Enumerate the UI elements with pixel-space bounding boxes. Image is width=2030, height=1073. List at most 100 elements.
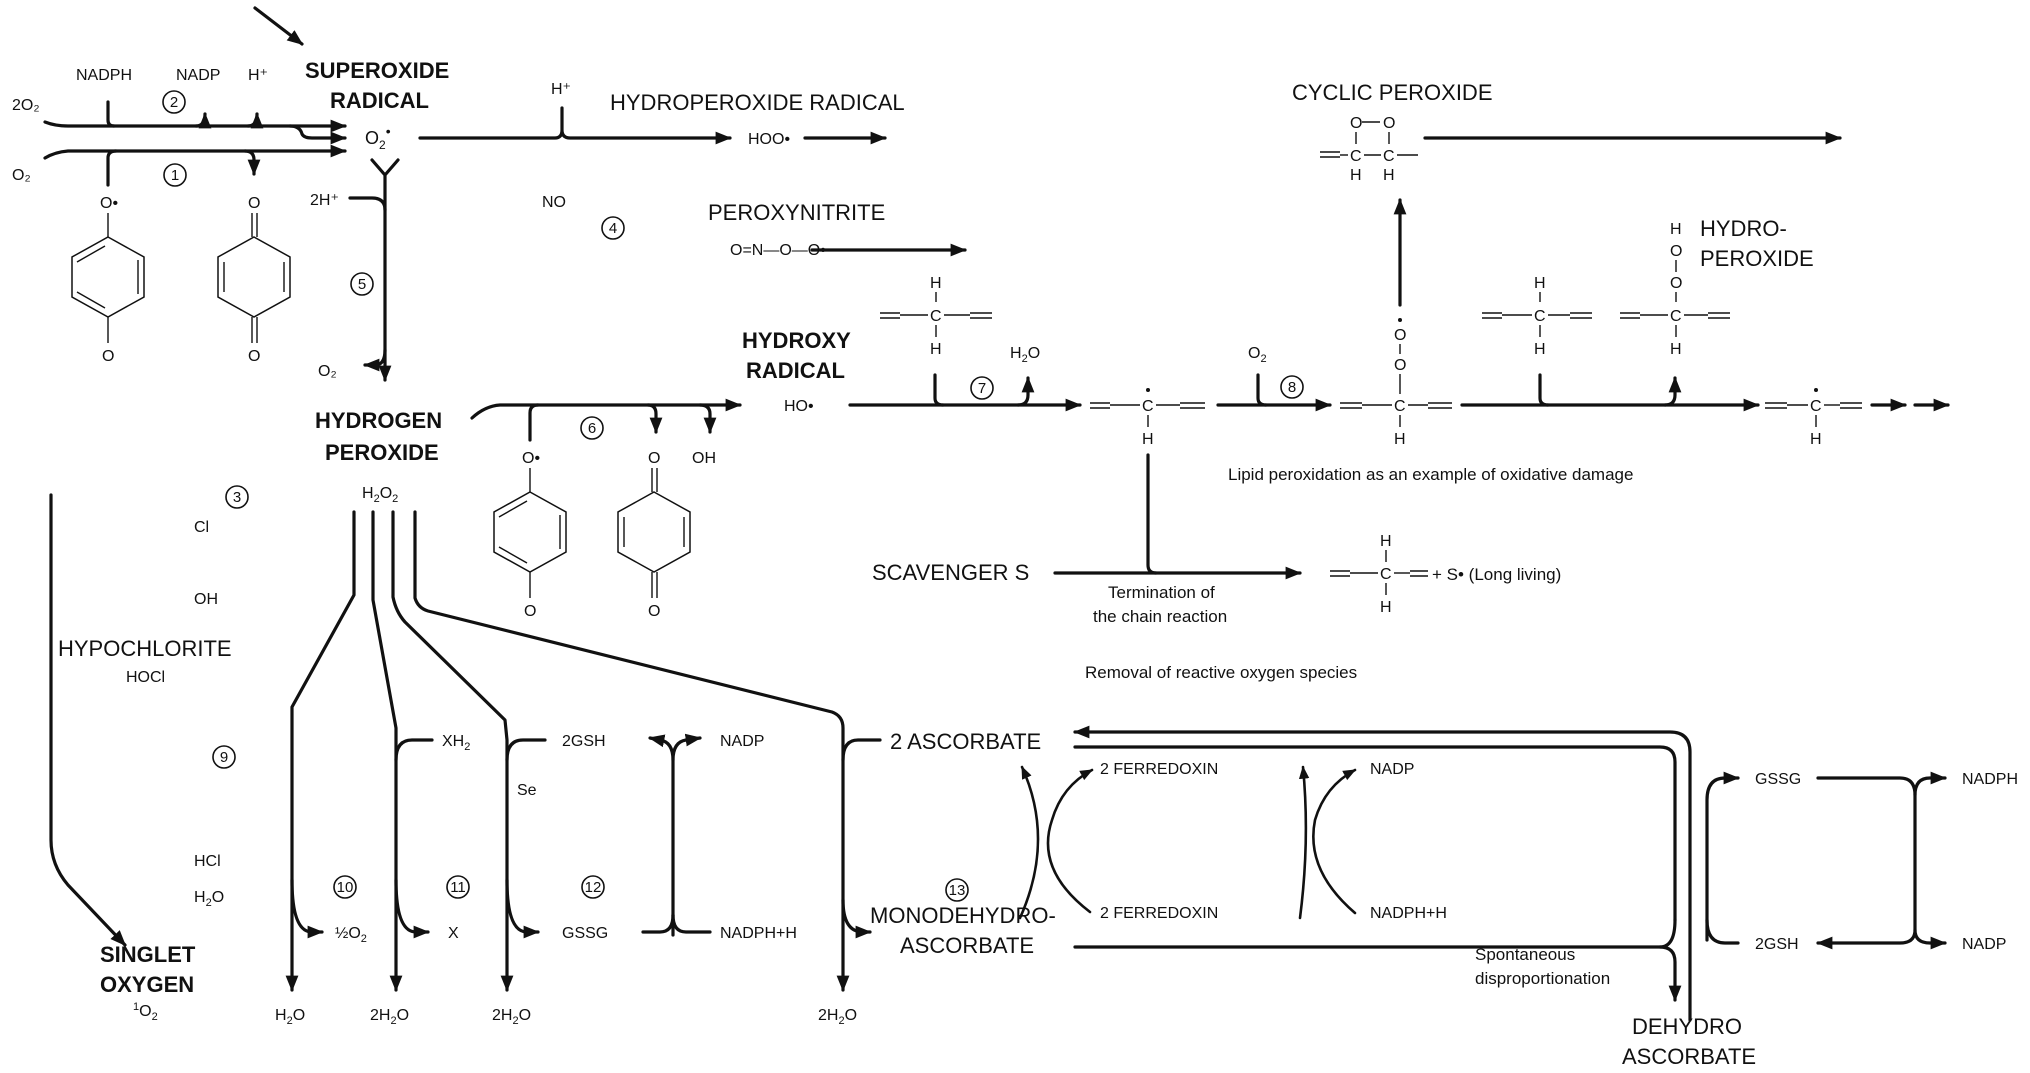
label-no: NO <box>542 194 566 211</box>
label-oh-r3: OH <box>194 591 218 608</box>
singlet-oxygen-title: SINGLET <box>100 942 196 967</box>
lipid-caption: Lipid peroxidation as an example of oxid… <box>1228 465 1633 484</box>
svg-text:O: O <box>1350 115 1362 132</box>
reaction-6-path <box>470 398 742 442</box>
lipid-hydroperoxide: H O O C H <box>1620 221 1730 358</box>
termination-path <box>1053 453 1302 580</box>
label-nadp-mid: NADP <box>720 733 764 750</box>
hydroxy-title-2: RADICAL <box>746 358 845 383</box>
svg-text:H: H <box>930 275 942 292</box>
superoxide-title-2: RADICAL <box>330 88 429 113</box>
spontaneous-caption: Spontaneous <box>1475 945 1575 964</box>
nadph-arcs <box>1298 765 1357 920</box>
svg-text:H: H <box>1380 533 1392 550</box>
reaction-1-path <box>43 144 347 187</box>
svg-text:H: H <box>1534 275 1546 292</box>
svg-text:O: O <box>648 450 660 467</box>
reaction-7-path <box>848 373 1082 412</box>
monodehydroascorbate-label-2: ASCORBATE <box>900 933 1034 958</box>
product-2h2o-1: 2H2O <box>370 1007 409 1027</box>
hypochlorite-formula: HOCl <box>126 669 165 686</box>
label-gssg-mid: GSSG <box>562 925 608 942</box>
svg-text:C: C <box>930 308 942 325</box>
cyclic-peroxide-title: CYCLIC PEROXIDE <box>1292 80 1493 105</box>
svg-text:1: 1 <box>171 167 179 184</box>
propagation-path <box>1460 373 1760 412</box>
lipid-substrate-2: H C H <box>1482 275 1592 358</box>
reaction-number-8: 8 <box>1280 375 1304 399</box>
scavenger-label: SCAVENGER S <box>872 560 1029 585</box>
label-x: X <box>448 925 459 942</box>
terminated-lipid: H C H <box>1330 533 1428 616</box>
termination-caption-1: Termination of <box>1108 583 1215 602</box>
product-2h2o-3: 2H2O <box>818 1007 857 1027</box>
svg-text:O: O <box>102 348 114 365</box>
svg-text:H: H <box>1810 431 1822 448</box>
label-2gsh-right: 2GSH <box>1755 936 1799 953</box>
svg-text:7: 7 <box>978 380 986 397</box>
svg-text:O: O <box>1670 243 1682 260</box>
svg-text:6: 6 <box>588 420 596 437</box>
svg-text:3: 3 <box>233 489 241 506</box>
label-2hplus: 2H⁺ <box>310 192 339 209</box>
svg-text:O: O <box>648 603 660 620</box>
svg-text:C: C <box>1350 148 1362 165</box>
hydrogen-peroxide-formula: H2O2 <box>362 485 398 505</box>
reaction-number-4: 4 <box>601 216 625 240</box>
glutathione-reductase-cycle <box>641 733 712 937</box>
label-nadph-h-mid: NADPH+H <box>720 925 797 942</box>
svg-text:O•: O• <box>522 450 540 467</box>
label-nadph-top: NADPH <box>76 67 132 84</box>
label-hplus-hoo: H⁺ <box>551 81 571 98</box>
singlet-oxygen-formula: 1O2 <box>133 1001 158 1023</box>
label-nadph-h-right: NADPH+H <box>1370 905 1447 922</box>
svg-text:H: H <box>1350 167 1362 184</box>
lipid-substrate-1: H C H <box>880 275 992 358</box>
incoming-arrow <box>253 6 304 46</box>
svg-text:9: 9 <box>220 749 228 766</box>
superoxide-formula: O2• <box>365 123 391 152</box>
ascorbate-return-paths <box>1073 725 1692 1022</box>
label-ferredoxin-top: 2 FERREDOXIN <box>1100 761 1218 778</box>
label-nadp-top: NADP <box>176 67 220 84</box>
quinone-structure-1: O O <box>217 195 291 365</box>
label-oh-r6: OH <box>692 450 716 467</box>
hydroperoxide-lipid-title-2: PEROXIDE <box>1700 246 1814 271</box>
reaction-number-1: 1 <box>163 163 187 187</box>
hypochlorite-title: HYPOCHLORITE <box>58 636 232 661</box>
reaction-12-path <box>391 510 547 992</box>
hydrogen-peroxide-title-2: PEROXIDE <box>325 440 439 465</box>
label-hplus-top: H⁺ <box>248 67 268 84</box>
dehydroascorbate-label-2: ASCORBATE <box>1622 1044 1756 1069</box>
reaction-number-13: 13 <box>945 878 969 902</box>
lipid-radical-2: C H <box>1765 388 1862 448</box>
label-cl: Cl <box>194 519 209 536</box>
svg-text:H: H <box>1383 167 1395 184</box>
monodehydroascorbate-label: MONODEHYDRO- <box>870 903 1056 928</box>
reaction-number-11: 11 <box>446 875 470 899</box>
svg-text:H: H <box>1394 431 1406 448</box>
label-hcl: HCl <box>194 853 221 870</box>
svg-text:O: O <box>248 195 260 212</box>
label-nadp-far: NADP <box>1962 936 2006 953</box>
product-2h2o-2: 2H2O <box>492 1007 531 1027</box>
hydroperoxide-title: HYDROPEROXIDE RADICAL <box>610 90 905 115</box>
label-o2-out: O₂ <box>318 363 337 380</box>
svg-text:C: C <box>1670 308 1682 325</box>
svg-text:2: 2 <box>170 94 178 111</box>
hydroxy-title: HYDROXY <box>742 328 851 353</box>
product-h2o-1: H2O <box>275 1007 305 1027</box>
reaction-number-6: 6 <box>580 416 604 440</box>
svg-text:O: O <box>1394 357 1406 374</box>
svg-text:C: C <box>1383 148 1395 165</box>
svg-text:C: C <box>1380 566 1392 583</box>
reaction-11-path <box>371 510 434 992</box>
svg-text:H: H <box>930 341 942 358</box>
peroxyl-radical: O O C H <box>1340 318 1452 448</box>
svg-text:12: 12 <box>585 879 602 896</box>
svg-text:O: O <box>1670 275 1682 292</box>
reaction-number-3: 3 <box>225 485 249 509</box>
svg-text:11: 11 <box>450 879 466 896</box>
svg-text:C: C <box>1394 398 1406 415</box>
